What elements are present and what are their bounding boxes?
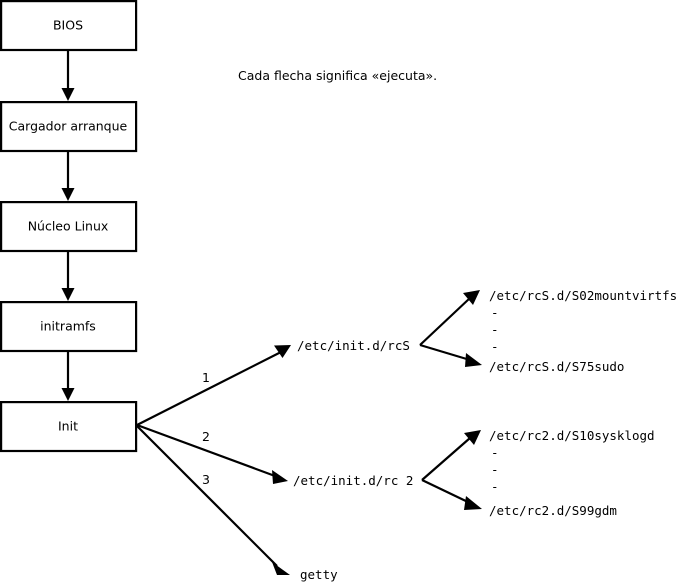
vertical-connectors — [61, 50, 75, 401]
box-label-bootloader: Cargador arranque — [9, 119, 128, 134]
process-box-bootloader[interactable]: Cargador arranque — [0, 100, 138, 153]
script-ellipsis-rcs-2: - — [491, 322, 499, 337]
box-outline-bios — [0, 0, 138, 52]
rc2-fanout-connectors — [421, 430, 482, 510]
diagram-caption: Cada flecha significa «ejecuta». — [238, 68, 437, 83]
box-label-init: Init — [58, 419, 78, 434]
arrowhead-initramfs-to-init — [61, 388, 75, 401]
connector-init-to-rc2 — [136, 423, 276, 478]
script-list-rc2: /etc/rc2.d/S10sysklogd - - - /etc/rc2.d/… — [489, 428, 655, 518]
stage-label-rcs[interactable]: /etc/init.d/rcS — [297, 338, 410, 353]
box-label-bios: BIOS — [53, 18, 83, 33]
process-box-initramfs[interactable]: initramfs — [0, 301, 138, 353]
script-label-rcs-first[interactable]: /etc/rcS.d/S02mountvirtfs — [489, 288, 677, 303]
script-ellipsis-rc2-3: - — [491, 479, 499, 494]
process-box-bios[interactable]: BIOS — [0, 0, 138, 52]
arrowhead-init-to-getty — [272, 562, 290, 575]
box-label-initramfs: initramfs — [40, 319, 96, 334]
connector-init-to-getty — [136, 425, 278, 567]
process-box-init[interactable]: Init — [0, 401, 138, 453]
arrowhead-rcs-to-last-script — [465, 353, 482, 367]
branch-number-3: 3 — [202, 472, 210, 487]
script-label-rc2-last[interactable]: /etc/rc2.d/S99gdm — [489, 503, 617, 518]
box-outline-initramfs — [0, 301, 138, 353]
stage-label-getty[interactable]: getty — [300, 567, 338, 582]
box-outline-init — [0, 401, 138, 453]
arrowhead-bootloader-to-kernel — [61, 188, 75, 201]
connector-rcs-to-first-script — [419, 297, 471, 346]
script-ellipsis-rcs-3: - — [491, 339, 499, 354]
box-label-kernel: Núcleo Linux — [28, 219, 109, 234]
init-fanout-connectors — [136, 345, 291, 575]
stage-label-rc2[interactable]: /etc/init.d/rc 2 — [293, 473, 413, 488]
arrowhead-init-to-rc2 — [272, 470, 288, 484]
box-outline-bootloader — [0, 100, 138, 153]
arrowhead-rc2-to-last-script — [464, 496, 482, 510]
script-ellipsis-rcs-1: - — [491, 305, 499, 320]
script-list-rcs: /etc/rcS.d/S02mountvirtfs - - - /etc/rcS… — [489, 288, 677, 374]
arrowhead-init-to-rcs — [274, 345, 291, 358]
script-label-rc2-first[interactable]: /etc/rc2.d/S10sysklogd — [489, 428, 655, 443]
script-label-rcs-last[interactable]: /etc/rcS.d/S75sudo — [489, 359, 624, 374]
branch-number-2: 2 — [202, 429, 210, 444]
connector-rc2-to-first-script — [421, 437, 471, 481]
connector-rcs-to-last-script — [419, 343, 471, 362]
box-outline-kernel — [0, 201, 138, 253]
arrowhead-kernel-to-initramfs — [61, 288, 75, 301]
script-ellipsis-rc2-1: - — [491, 445, 499, 460]
rcs-fanout-connectors — [419, 290, 482, 367]
arrowhead-rcs-to-first-script — [463, 290, 480, 305]
connector-rc2-to-last-script — [421, 479, 471, 504]
arrowhead-rc2-to-first-script — [464, 430, 481, 445]
branch-number-1: 1 — [202, 370, 210, 385]
process-box-kernel[interactable]: Núcleo Linux — [0, 201, 138, 253]
script-ellipsis-rc2-2: - — [491, 462, 499, 477]
arrowhead-bios-to-bootloader — [61, 88, 75, 101]
connector-init-to-rcs — [136, 350, 284, 426]
